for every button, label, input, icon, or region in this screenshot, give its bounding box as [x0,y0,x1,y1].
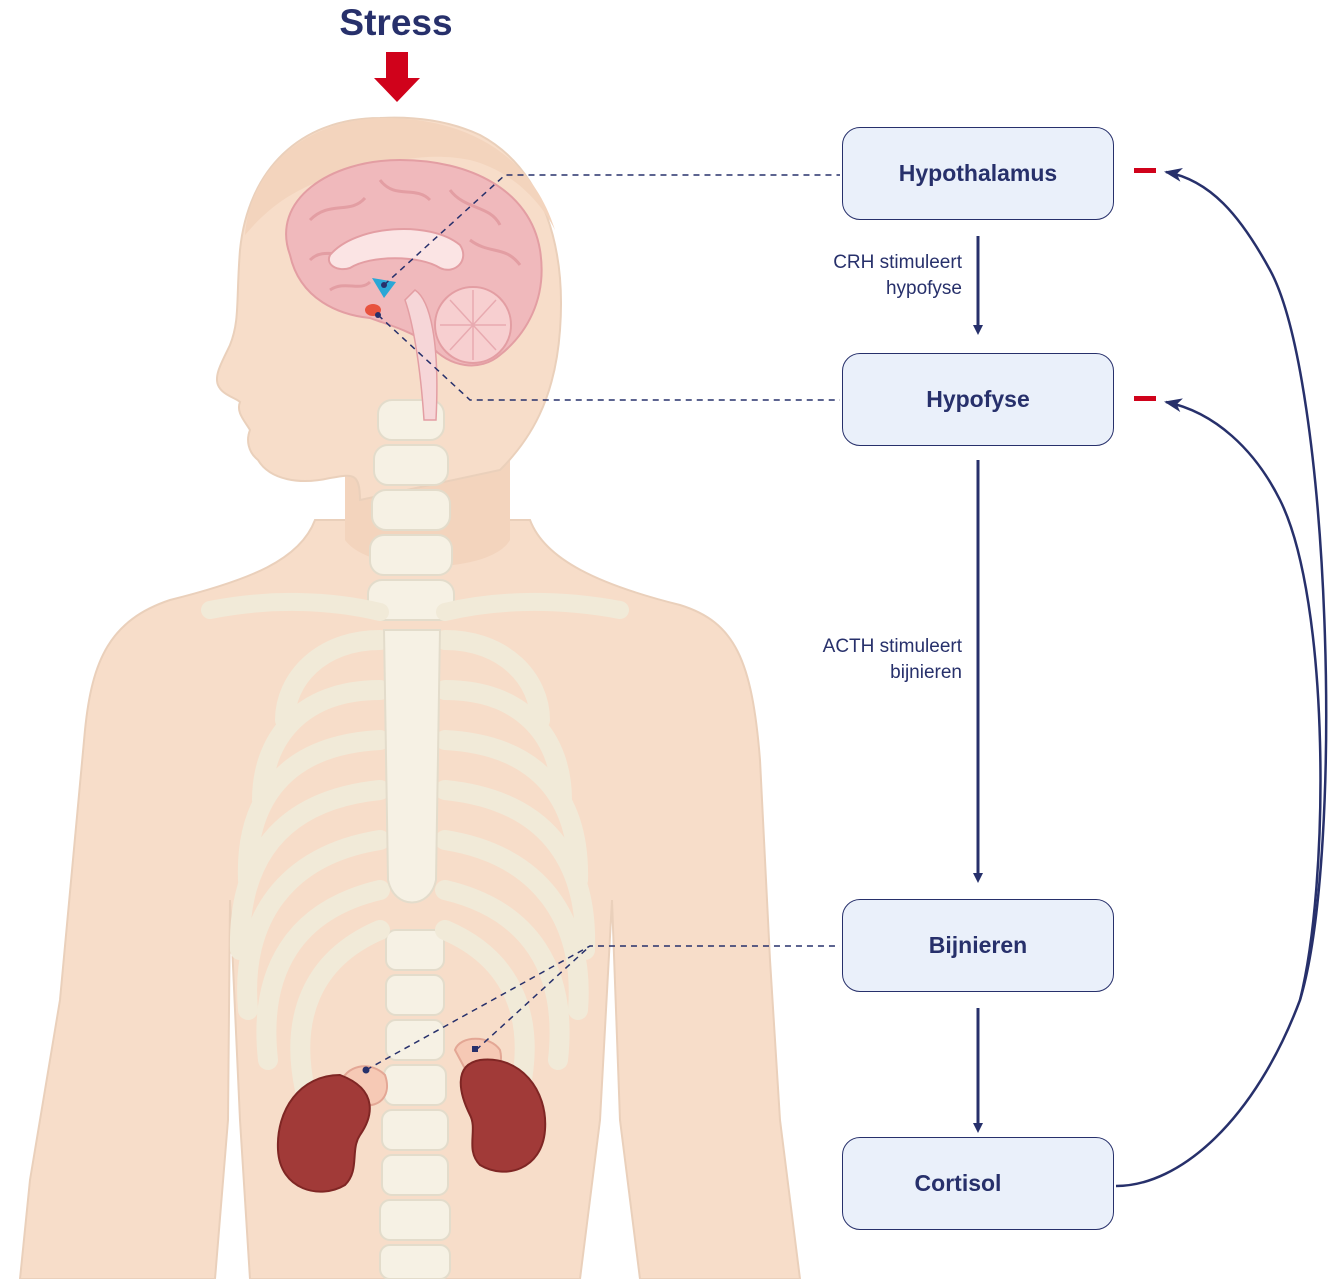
crh-label-line1: CRH stimuleert [833,250,962,276]
feedback-to-hypofyse [1166,402,1320,1000]
acth-label-line2: bijnieren [823,660,962,686]
acth-label: ACTH stimuleert bijnieren [823,634,962,686]
body-illustration [20,118,800,1279]
acth-label-line1: ACTH stimuleert [823,634,962,660]
clavicle-right [445,602,620,612]
inhibition-minus-hypofyse [1134,396,1156,401]
crh-label: CRH stimuleert hypofyse [833,250,962,302]
sternum [384,630,440,903]
stress-title: Stress [300,2,492,44]
feedback-to-hypothalamus [1116,172,1326,1186]
cerebellum-folds [440,290,506,360]
crh-label-line2: hypofyse [833,276,962,302]
node-bijnieren: Bijnieren [842,899,1114,992]
node-cortisol: Cortisol [842,1137,1114,1230]
node-hypofyse: Hypofyse [842,353,1114,446]
node-bijnieren-label: Bijnieren [929,932,1027,959]
inhibition-minus-hypothalamus [1134,168,1156,173]
node-hypothalamus-label: Hypothalamus [899,160,1057,187]
arrow-down-icon [374,52,420,102]
clavicle-left [210,602,380,612]
node-cortisol-label: Cortisol [915,1170,1002,1197]
feedback-curves [1116,172,1326,1186]
node-hypothalamus: Hypothalamus [842,127,1114,220]
node-hypofyse-label: Hypofyse [926,386,1030,413]
